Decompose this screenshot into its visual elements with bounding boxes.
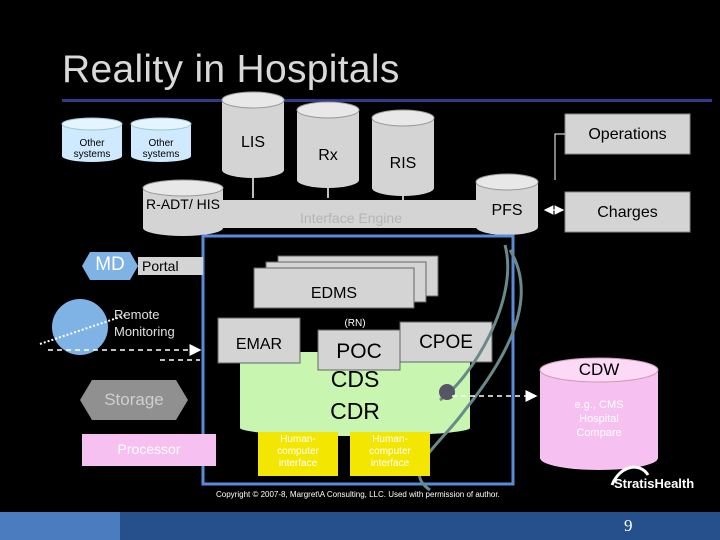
storage-shape [80, 380, 188, 420]
hci-label-1: Human-computer interface [277, 434, 319, 469]
rx-cylinder [296, 101, 360, 188]
remote-monitoring-label: Remote Monitoring [114, 307, 175, 339]
ris-cylinder [371, 109, 435, 196]
interface-engine-label: Interface Engine [300, 210, 402, 226]
emar-label: EMAR [235, 336, 283, 353]
other-systems-cylinder-1 [61, 117, 123, 162]
md-label: MD [95, 254, 125, 275]
cpoe-box [399, 321, 493, 363]
lis-label: LIS [240, 134, 265, 151]
monitor-device-icon [52, 299, 108, 355]
cpoe-label: CPOE [419, 332, 473, 353]
processor-label: Processor [117, 441, 181, 457]
footer-bar [0, 512, 720, 540]
other-systems-label-2: Other systems [142, 138, 180, 160]
rn-label: (RN) [344, 318, 366, 329]
hci-label-2: Human-computer interface [369, 434, 411, 469]
emar-box [217, 317, 301, 364]
lis-cylinder [221, 91, 285, 178]
poc-label: POC [336, 340, 382, 363]
page-number: 9 [624, 516, 633, 535]
cdr-label: CDR [330, 398, 380, 424]
slide-title: Reality in Hospitals [62, 48, 400, 91]
other-systems-cylinder-2 [130, 117, 192, 162]
md-hexagon [82, 252, 138, 280]
edms-label: EDMS [310, 285, 358, 302]
cdw-sub-label: e.g., CMS Hospital Compare [574, 399, 624, 439]
footer-bar-accent [0, 512, 120, 540]
interface-engine-bar [222, 200, 480, 228]
hci-box-2 [350, 432, 430, 476]
pfs-label: PFS [491, 202, 523, 219]
other-systems-label-1: Other systems [73, 138, 111, 160]
ris-label: RIS [389, 155, 417, 172]
storage-label: Storage [104, 390, 164, 409]
operations-label: Operations [588, 126, 667, 143]
processor-box [82, 434, 216, 466]
pfs-cylinder [475, 173, 539, 235]
brand-logo: StratisHealth [614, 476, 695, 491]
cds-label: CDS [330, 366, 380, 392]
radt-label: R-ADT/ HIS [146, 196, 220, 212]
portal-bar [138, 257, 203, 275]
copyright-text: Copyright © 2007-8, Margret\A Consulting… [216, 490, 500, 499]
edms-box [253, 267, 415, 309]
charges-box [564, 191, 691, 233]
cdw-cylinder [539, 357, 659, 470]
charges-label: Charges [597, 204, 658, 221]
hci-box-1 [258, 432, 338, 476]
cdw-label: CDW [578, 360, 620, 379]
title-rule [62, 99, 712, 102]
radt-cylinder [142, 179, 224, 236]
portal-label: Portal [142, 258, 179, 274]
rx-label: Rx [318, 147, 338, 164]
hospital-system-frame [201, 234, 515, 486]
